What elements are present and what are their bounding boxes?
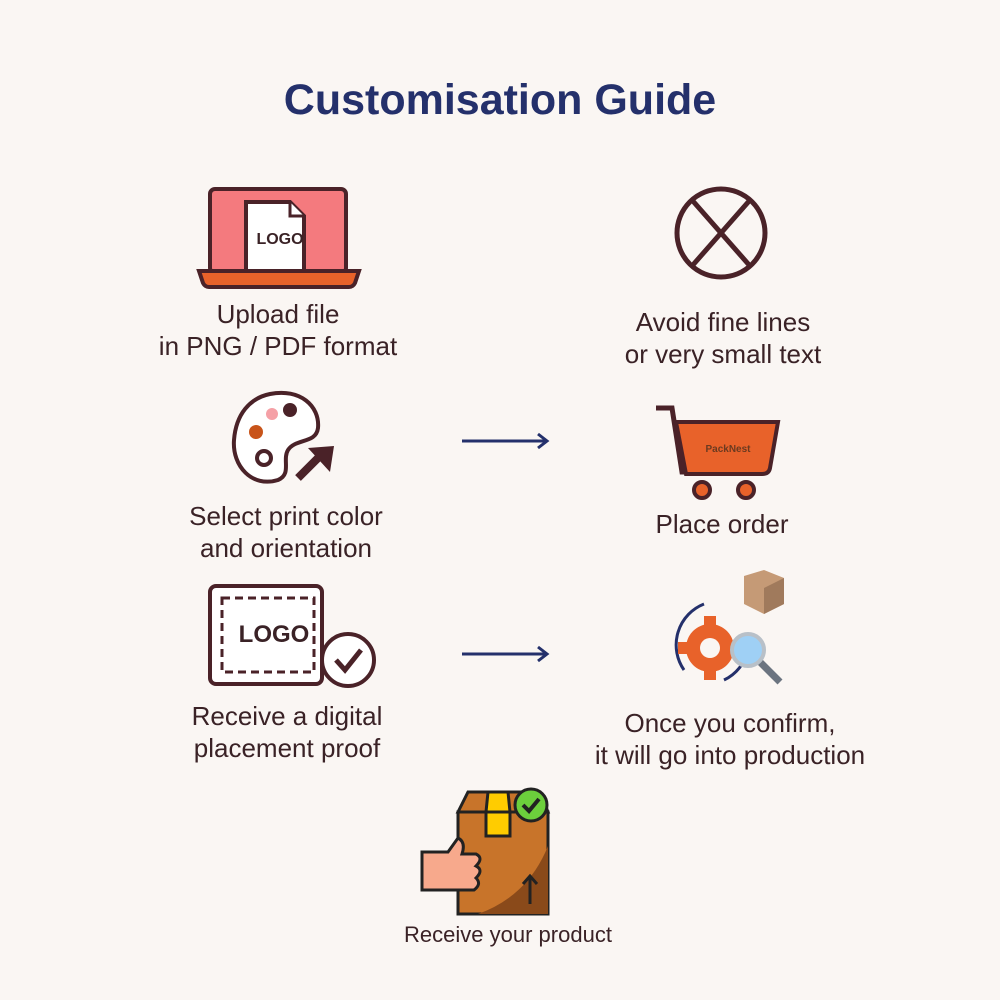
- caption-line: placement proof: [193, 733, 381, 763]
- caption-line: Receive your product: [404, 922, 612, 947]
- caption-line: it will go into production: [594, 740, 866, 770]
- palette-icon: [231, 390, 334, 484]
- step-order-caption: Place order: [542, 508, 902, 540]
- caption-line: Select print color: [189, 501, 383, 531]
- page-title: Customisation Guide: [283, 76, 717, 124]
- caption-line: Upload file: [216, 299, 340, 329]
- logo-label: LOGO: [256, 231, 303, 248]
- arrow-right-icon: [462, 645, 550, 663]
- caption-line: in PNG / PDF format: [158, 331, 398, 361]
- caption-line: and orientation: [199, 533, 373, 563]
- caption-line: or very small text: [624, 339, 822, 369]
- logo-proof-check-icon: LOGO: [208, 584, 376, 688]
- laptop-logo-upload-icon: LOGO: [196, 187, 362, 289]
- step-upload-caption: Upload file in PNG / PDF format: [98, 298, 458, 362]
- caption-line: Receive a digital: [191, 701, 383, 731]
- circle-x-icon: [674, 186, 768, 280]
- packnest-logo: PackNest: [705, 444, 751, 455]
- delivered-box-icon: [420, 787, 551, 916]
- shopping-cart-icon: PackNest: [656, 405, 781, 500]
- step-avoid-caption: Avoid fine lines or very small text: [543, 306, 903, 370]
- caption-line: Avoid fine lines: [635, 307, 811, 337]
- production-gear-icon: [674, 570, 784, 685]
- step-proof-caption: Receive a digital placement proof: [107, 700, 467, 764]
- arrow-right-icon: [462, 432, 550, 450]
- caption-line: Once you confirm,: [624, 708, 836, 738]
- logo-label: LOGO: [239, 621, 310, 648]
- step-production-caption: Once you confirm, it will go into produc…: [500, 707, 960, 771]
- caption-line: Place order: [655, 509, 789, 539]
- step-color-caption: Select print color and orientation: [106, 500, 466, 564]
- step-receive-caption: Receive your product: [328, 920, 688, 950]
